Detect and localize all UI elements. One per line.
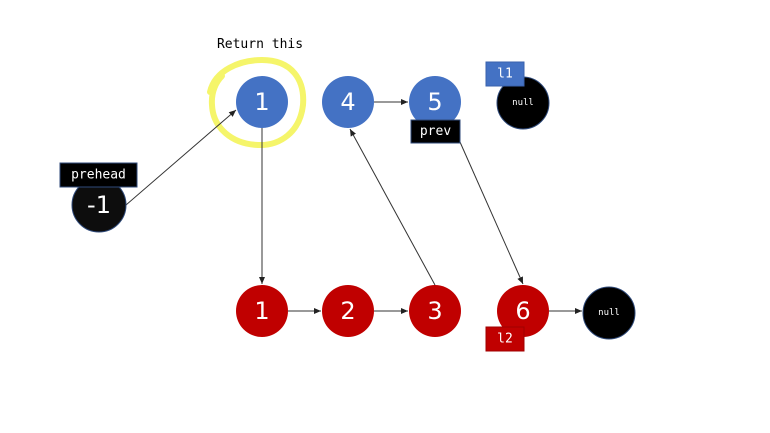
svg-text:4: 4 xyxy=(340,88,355,116)
svg-text:prev: prev xyxy=(420,124,451,139)
svg-text:-1: -1 xyxy=(87,191,111,219)
l1-node-1: 1 xyxy=(236,76,288,128)
l2-node-2: 2 xyxy=(322,285,374,337)
svg-text:1: 1 xyxy=(254,297,269,325)
svg-text:null: null xyxy=(598,308,620,318)
svg-text:5: 5 xyxy=(427,88,442,116)
svg-text:1: 1 xyxy=(254,88,269,116)
svg-text:null: null xyxy=(512,98,534,108)
highlight-circle xyxy=(207,56,307,149)
svg-text:l2: l2 xyxy=(497,332,513,347)
svg-text:prehead: prehead xyxy=(71,168,126,183)
l2-node-1: 1 xyxy=(236,285,288,337)
l2-null-node: null xyxy=(582,286,636,340)
edge-prehead-to-l1-1 xyxy=(125,109,237,206)
edge-prev-to-l2-6 xyxy=(459,141,524,285)
svg-text:3: 3 xyxy=(427,297,442,325)
svg-text:2: 2 xyxy=(340,297,355,325)
l1-label: l1 xyxy=(485,61,525,87)
return-annotation: Return this xyxy=(217,37,303,52)
prev-label: prev xyxy=(410,119,461,144)
svg-text:6: 6 xyxy=(515,297,530,325)
edge-l2-3-to-l1-4 xyxy=(349,128,436,286)
l2-node-6: 6 xyxy=(497,285,549,337)
svg-text:l1: l1 xyxy=(497,67,513,82)
prehead-label: prehead xyxy=(59,162,138,188)
l2-node-3: 3 xyxy=(409,285,461,337)
l1-node-5: 5 xyxy=(409,76,461,128)
prehead-node: -1 xyxy=(71,177,127,233)
l1-node-4: 4 xyxy=(322,76,374,128)
l2-label: l2 xyxy=(485,326,525,352)
